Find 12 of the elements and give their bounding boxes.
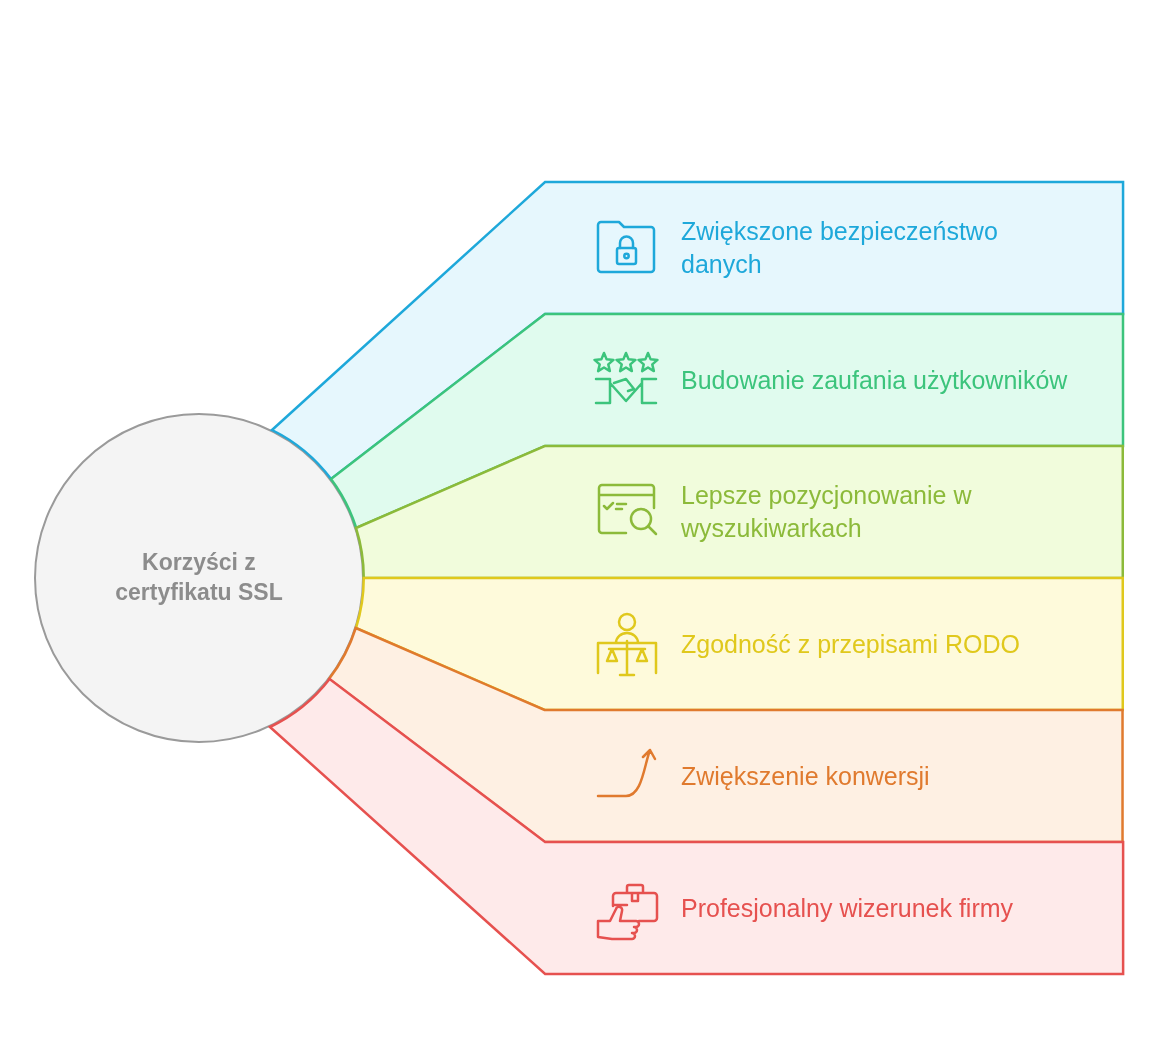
benefit-label: Zwiększone bezpieczeństwo danych (681, 216, 999, 280)
benefit-band (356, 446, 1124, 578)
benefit-label: Zgodność z przepisami RODO (681, 628, 1021, 660)
benefit-label: Zwiększenie konwersji (681, 760, 931, 792)
benefit-label: Profesjonalny wizerunek firmy (681, 892, 1015, 924)
benefit-band (356, 578, 1124, 710)
benefit-band (269, 679, 1124, 974)
benefit-label: Budowanie zaufania użytkowników (681, 364, 1069, 396)
topic-title: Korzyści z certyfikatu SSL (114, 548, 284, 607)
benefit-band (271, 182, 1124, 479)
benefit-band (329, 628, 1124, 842)
benefit-label: Lepsze pozycjonowanie w wyszukiwarkach (681, 480, 973, 544)
